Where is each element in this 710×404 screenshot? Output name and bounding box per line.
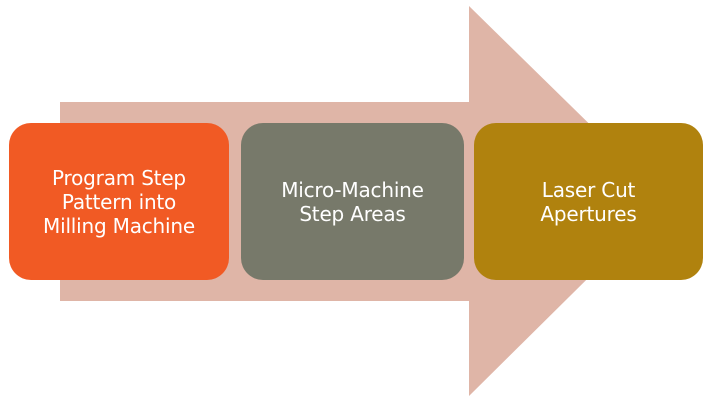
step-micro-machine: Micro-Machine Step Areas (241, 123, 464, 280)
step-program-pattern-label: Program Step Pattern into Milling Machin… (43, 165, 195, 238)
step-laser-cut-label: Laser Cut Apertures (540, 177, 637, 226)
step-program-pattern: Program Step Pattern into Milling Machin… (9, 123, 229, 280)
step-micro-machine-label: Micro-Machine Step Areas (281, 177, 424, 226)
step-laser-cut: Laser Cut Apertures (474, 123, 703, 280)
